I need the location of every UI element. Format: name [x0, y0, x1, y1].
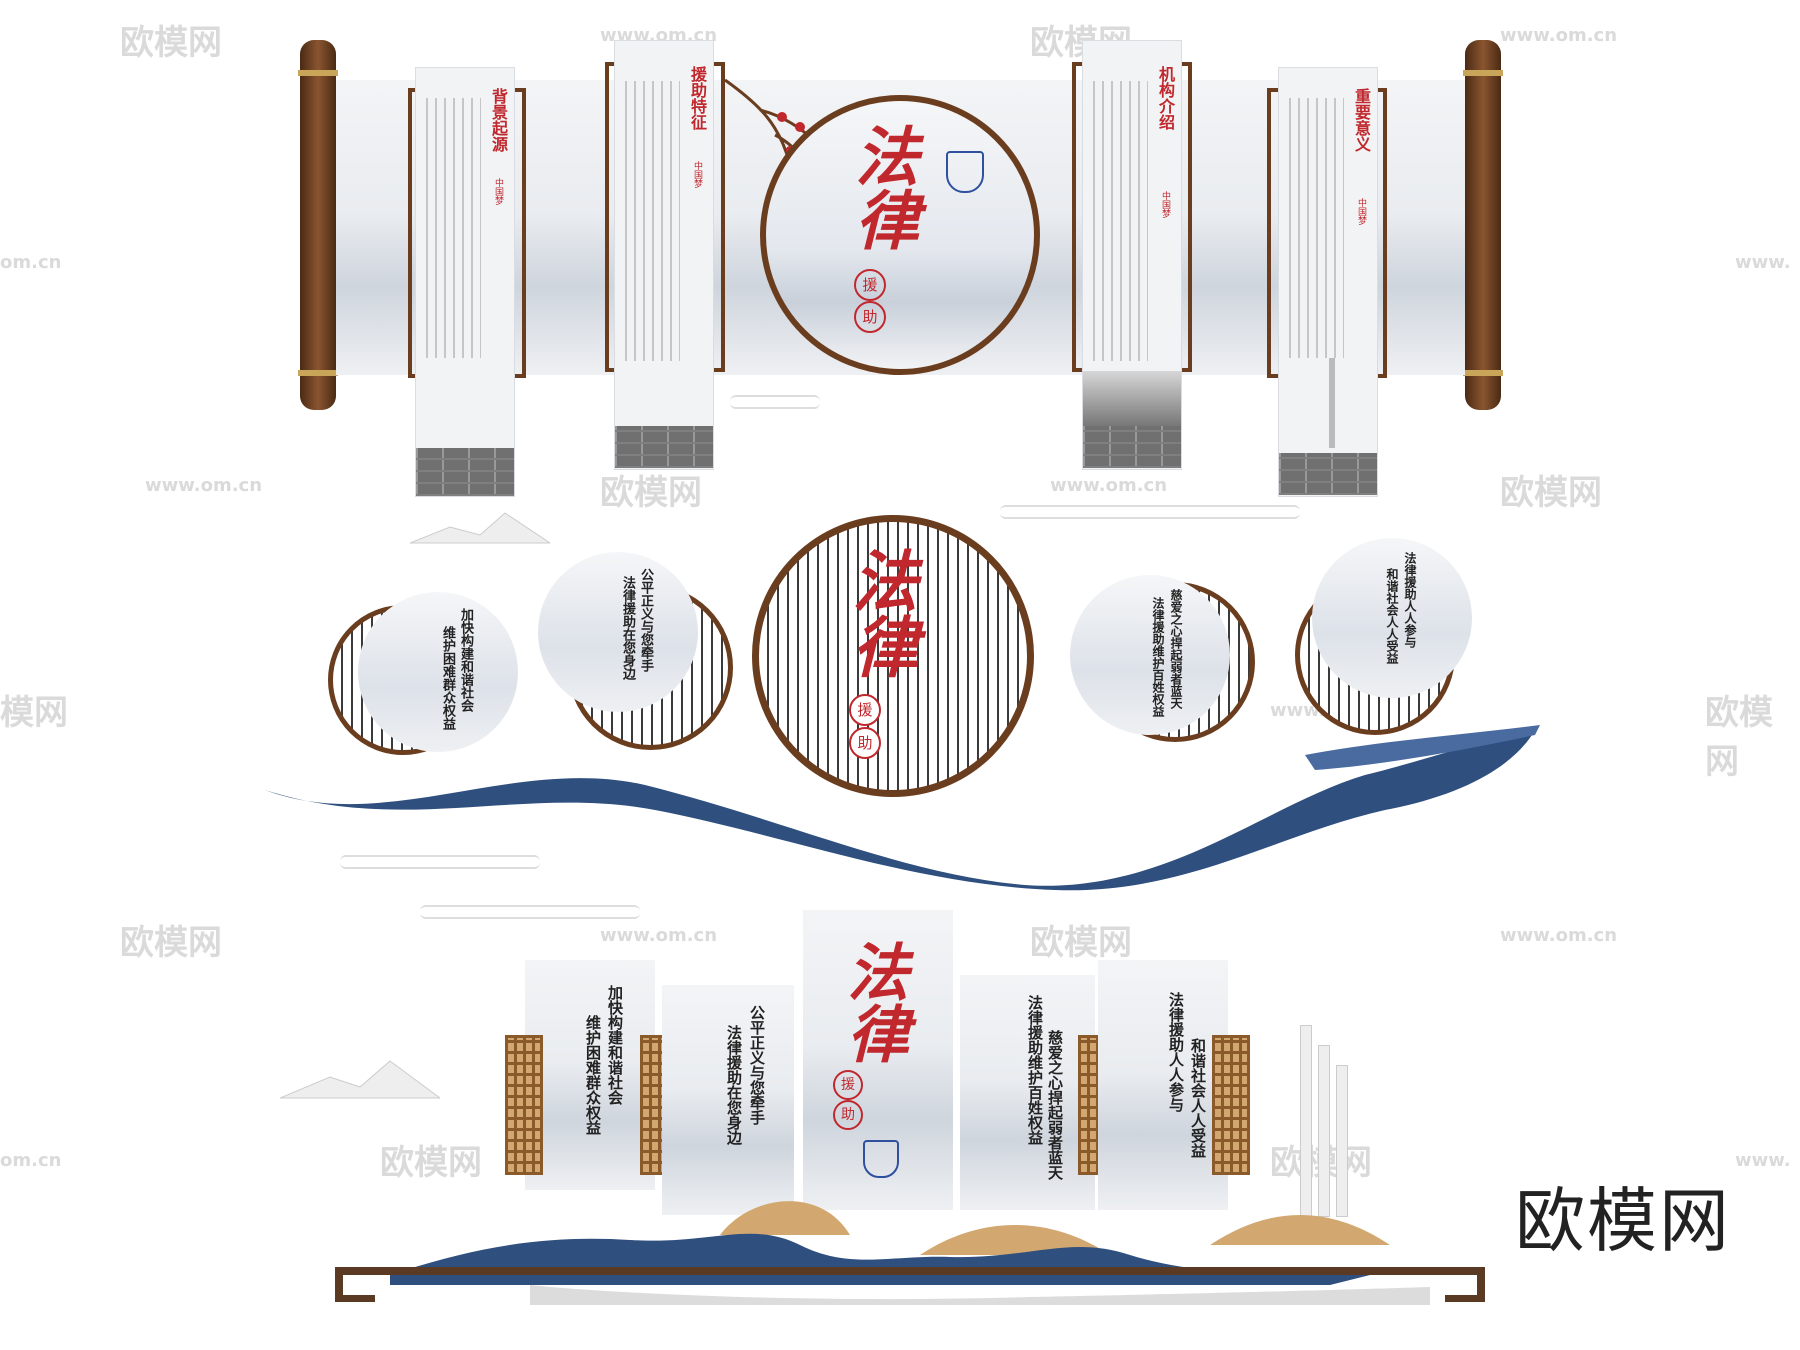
watermark-brand: 欧模网 — [600, 473, 702, 513]
watermark-url: www.om.cn — [600, 925, 718, 946]
shield-icon — [863, 1140, 899, 1178]
fret-ornament — [505, 1035, 543, 1175]
watermark-url: www.om.cn — [145, 475, 263, 496]
panel-body-text — [1289, 98, 1344, 358]
info-disc-2: 公平正义与您牵手 法律援助在您身边 — [538, 552, 698, 712]
scroll-roller-left — [298, 40, 338, 410]
panel-title: 背景起源 — [489, 88, 508, 152]
slat-circle-main: 法律 援 助 — [752, 515, 1034, 797]
panel-tag: 中国梦 — [1160, 191, 1170, 218]
watermark-url: om.cn — [0, 252, 62, 273]
watermark-brand: 欧模网 — [1705, 693, 1773, 782]
slogan-a: 加快构建和谐社会 — [458, 608, 473, 712]
brick-wall — [615, 426, 713, 468]
slogan-b: 法律援助维护百姓权益 — [1151, 597, 1165, 717]
main-title: 法律 — [844, 123, 919, 251]
info-disc-1: 加快构建和谐社会 维护困难群众权益 — [358, 592, 518, 752]
slogan-a: 法律援助人人参与 — [1167, 992, 1185, 1112]
slogan-a: 公平正义与您牵手 — [748, 1005, 766, 1125]
brick-wall — [1279, 453, 1377, 495]
watermark-brand: 欧模网 — [120, 923, 222, 963]
panel-body-text — [426, 98, 481, 358]
main-title: 法律 — [836, 940, 909, 1064]
main-title: 法律 — [841, 547, 919, 679]
panel-body-text — [625, 81, 680, 361]
slogan-a: 公平正义与您牵手 — [638, 568, 653, 672]
panel-tag: 中国梦 — [493, 178, 503, 205]
panel-tag: 中国梦 — [692, 161, 702, 188]
panel-title: 重要意义 — [1352, 88, 1371, 152]
panel-body-text — [1093, 81, 1148, 361]
subtitle-seal: 援 — [833, 1070, 863, 1100]
slogan-b: 法律援助维护百姓权益 — [1026, 995, 1044, 1145]
cloud-ornament — [730, 395, 820, 409]
watermark-url: www. — [1735, 1150, 1791, 1171]
panel-tag: 中国梦 — [1356, 198, 1366, 225]
subtitle-seal: 援 — [849, 694, 881, 726]
bamboo-icon — [1329, 358, 1335, 448]
standing-panel-4: 法律援助维护百姓权益 慈爱之心捍起弱者蓝天 — [960, 975, 1095, 1210]
watermark-brand: 欧模网 — [1500, 473, 1602, 513]
watermark-url: om.cn — [0, 1150, 62, 1171]
center-medallion: 法律 援 助 — [760, 95, 1040, 375]
mountain-image — [1083, 371, 1181, 426]
brick-wall — [1083, 426, 1181, 468]
cloud-ornament — [340, 855, 540, 869]
slogan-b: 维护困难群众权益 — [584, 1015, 602, 1135]
panel-title: 机构介绍 — [1156, 66, 1175, 130]
fret-ornament — [1212, 1035, 1250, 1175]
hill-base — [335, 1201, 1485, 1305]
scroll-roller-right — [1463, 40, 1503, 410]
info-disc-4: 慈爱之心捍起弱者蓝天 法律援助维护百姓权益 — [1070, 575, 1230, 735]
cloud-ornament — [420, 905, 640, 919]
standing-panel-center: 法律 援 助 — [803, 910, 953, 1210]
slogan-b: 法律援助在您身边 — [620, 576, 635, 680]
slogan-a: 慈爱之心捍起弱者蓝天 — [1046, 1030, 1064, 1180]
scroll-panel-3: 机构介绍 中国梦 — [1082, 40, 1182, 470]
watermark-url: www. — [1735, 252, 1791, 273]
watermark-url: www.om.cn — [1500, 25, 1618, 46]
slogan-b: 和谐社会人人受益 — [1189, 1038, 1207, 1158]
mountain-icon — [410, 512, 550, 544]
subtitle-seal: 助 — [854, 301, 886, 333]
watermark-url: www.om.cn — [1050, 475, 1168, 496]
watermark-brand: 欧模网 — [1030, 923, 1132, 963]
slogan-b: 法律援助在您身边 — [725, 1025, 743, 1145]
corner-logo: 欧模网 — [1515, 1180, 1731, 1262]
mountain-icon — [280, 1060, 440, 1099]
standing-panel-5: 法律援助人人参与 和谐社会人人受益 — [1098, 960, 1228, 1210]
watermark-brand: 欧模网 — [120, 23, 222, 63]
info-disc-5: 法律援助人人参与 和谐社会人人受益 — [1312, 538, 1472, 698]
standing-panel-2: 公平正义与您牵手 法律援助在您身边 — [662, 985, 794, 1215]
watermark-url: www.om.cn — [1500, 925, 1618, 946]
slogan-a: 法律援助人人参与 — [1403, 552, 1417, 648]
slogan-b: 维护困难群众权益 — [440, 626, 455, 730]
slogan-a: 加快构建和谐社会 — [606, 985, 624, 1105]
subtitle-seal: 助 — [833, 1100, 863, 1130]
scroll-panel-4: 重要意义 中国梦 — [1278, 67, 1378, 497]
brick-wall — [416, 448, 514, 496]
slogan-a: 慈爱之心捍起弱者蓝天 — [1169, 589, 1183, 709]
scroll-panel-2: 援助特征 中国梦 — [614, 40, 714, 470]
shield-icon — [946, 151, 984, 193]
cloud-ornament — [1000, 505, 1300, 519]
standing-panel-1: 加快构建和谐社会 维护困难群众权益 — [525, 960, 655, 1190]
watermark-brand: 欧模网 — [380, 1143, 482, 1183]
blue-wave — [265, 725, 1540, 891]
slogan-b: 和谐社会人人受益 — [1385, 568, 1399, 664]
watermark-brand: 模网 — [0, 693, 68, 733]
subtitle-seal: 援 — [854, 269, 886, 301]
scroll-panel-1: 背景起源 中国梦 — [415, 67, 515, 497]
subtitle-seal: 助 — [849, 727, 881, 759]
panel-title: 援助特征 — [688, 66, 707, 130]
